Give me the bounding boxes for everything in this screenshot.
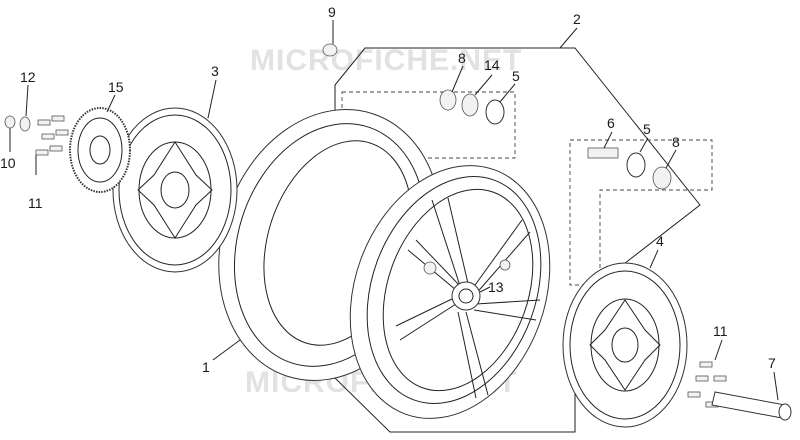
seal-8-top xyxy=(439,89,457,111)
callout-5-right: 5 xyxy=(643,121,651,137)
callout-5-top: 5 xyxy=(512,68,520,84)
leader-lines xyxy=(9,20,779,401)
callout-12: 12 xyxy=(20,69,36,85)
abs-tone-ring xyxy=(69,107,131,193)
bearing-5-top xyxy=(485,99,505,125)
callout-8-top: 8 xyxy=(458,50,466,66)
callout-8-right: 8 xyxy=(672,134,680,150)
callout-4: 4 xyxy=(656,233,664,249)
valve-stem xyxy=(423,261,437,275)
seal-8-right xyxy=(652,166,672,190)
balance-weight xyxy=(499,259,511,271)
ring-12 xyxy=(19,116,31,132)
spacer-6 xyxy=(587,147,619,159)
callout-11-left: 11 xyxy=(28,195,43,211)
spacer-group-frame xyxy=(569,139,713,286)
callout-10: 10 xyxy=(0,155,16,171)
circlip-14 xyxy=(461,93,479,117)
right-brake-disc xyxy=(562,262,688,428)
left-brake-disc xyxy=(112,107,238,273)
callout-11-right: 11 xyxy=(713,323,728,339)
wheel-axle-7 xyxy=(711,391,792,421)
washer-10 xyxy=(4,115,16,129)
wheel-rim xyxy=(349,165,551,419)
bearing-5-right xyxy=(626,152,646,178)
callout-7: 7 xyxy=(768,355,776,371)
callout-15: 15 xyxy=(108,79,124,95)
callout-3: 3 xyxy=(211,63,219,79)
callout-2: 2 xyxy=(573,11,581,27)
callout-6: 6 xyxy=(607,115,615,131)
bolts-left xyxy=(35,115,69,156)
callout-9: 9 xyxy=(328,4,336,20)
watermark-top: MICROFICHE.NET xyxy=(250,44,522,77)
callout-14: 14 xyxy=(484,57,500,73)
callout-1: 1 xyxy=(202,359,210,375)
spacer-cap-9 xyxy=(322,43,338,57)
callout-13: 13 xyxy=(488,279,504,295)
